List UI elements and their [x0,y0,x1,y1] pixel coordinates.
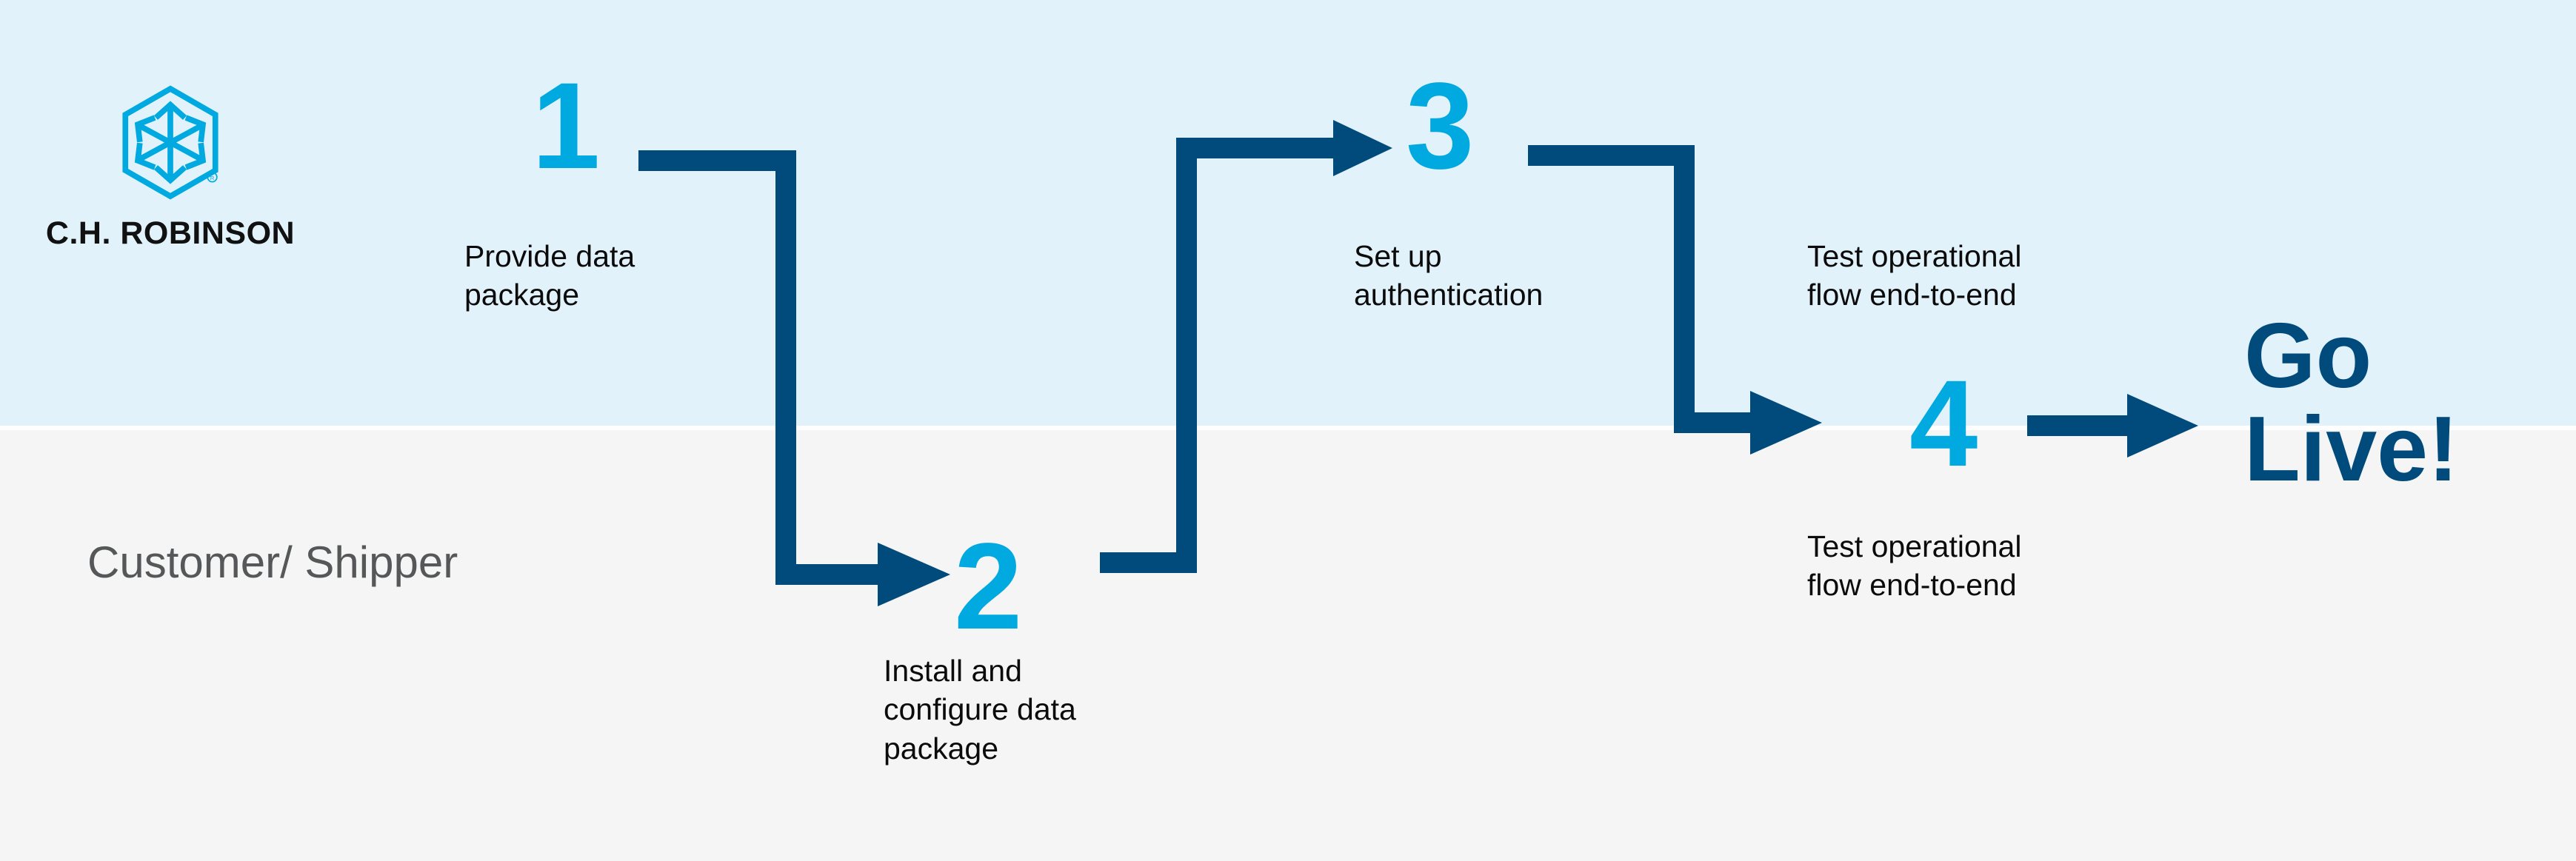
step-2-caption: Install and configure data package [884,654,1076,765]
step-1-number: 1 [532,58,601,195]
brand-wordmark: C.H. ROBINSON [45,215,296,251]
customer-lane-label: Customer/ Shipper [87,537,458,587]
step-3-caption: Set up authentication [1354,239,1544,312]
step-3-number: 3 [1406,58,1475,195]
step-1-caption: Provide data package [464,239,635,312]
registered-mark-glyph: R [210,175,215,181]
step-4-number: 4 [1909,355,1978,492]
step-4-caption: Test operational flow end-to-end [1807,529,2022,603]
step-2-number: 2 [954,518,1023,655]
chrobinson-cube-arrows-icon: R [119,85,222,200]
brand-logo: R C.H. ROBINSON [44,85,296,252]
step-3-secondary-caption: Test operational flow end-to-end [1807,239,2022,312]
partner-lane-band [0,0,2576,426]
customer-lane-band [0,430,2576,861]
go-live-label: Go Live! [2244,305,2459,501]
